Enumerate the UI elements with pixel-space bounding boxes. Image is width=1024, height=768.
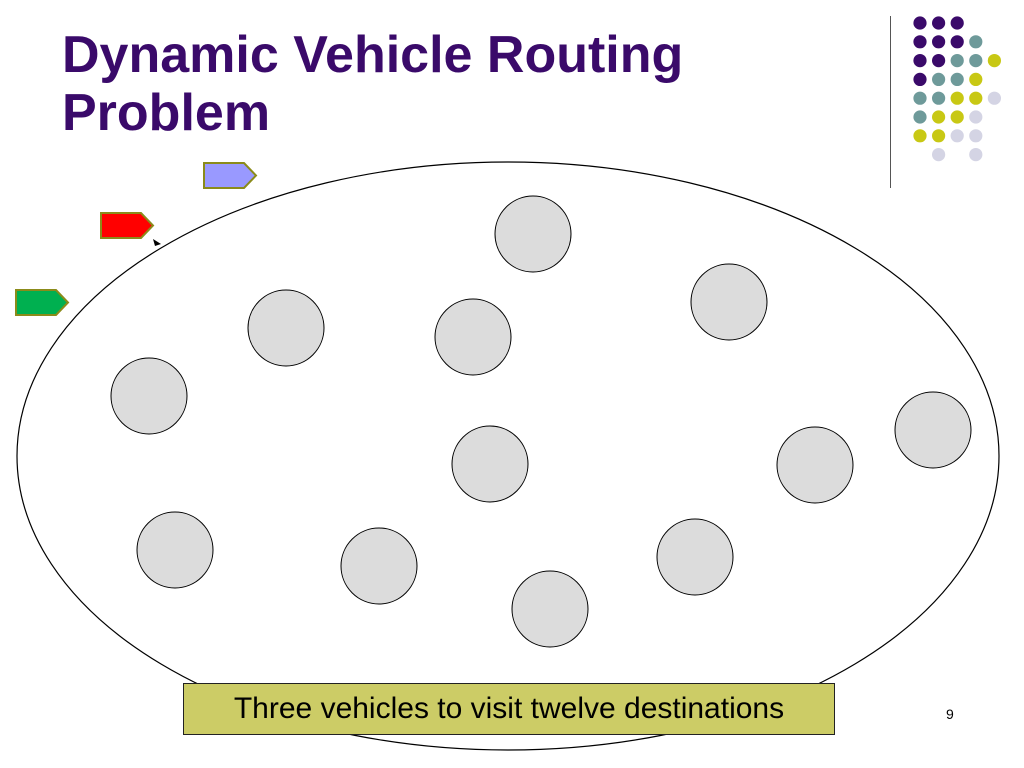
decor-dot-teal: [950, 54, 964, 68]
decor-dot-purple: [932, 35, 946, 49]
decor-dot-teal: [932, 72, 946, 86]
decor-dot-yellow: [932, 110, 946, 124]
decor-dot-teal: [969, 54, 983, 68]
destination-6: [451, 425, 529, 503]
decor-dot-purple: [913, 54, 927, 68]
destination-3: [247, 289, 325, 367]
decor-dot-yellow: [969, 72, 983, 86]
destination-5: [110, 357, 188, 435]
decor-dot-yellow: [969, 91, 983, 105]
decor-dot-teal: [932, 91, 946, 105]
destination-4: [434, 298, 512, 376]
destination-10: [340, 527, 418, 605]
destination-group: [110, 195, 972, 648]
title-divider: [890, 16, 891, 188]
slide-title-line-1: Dynamic Vehicle Routing: [62, 26, 684, 84]
vehicle-blue: [203, 162, 258, 189]
decor-dot-purple: [913, 16, 927, 30]
destination-12: [511, 570, 589, 648]
decor-dot-yellow: [950, 110, 964, 124]
pointer-arrow-icon: [153, 239, 161, 246]
decor-dot-purple: [932, 16, 946, 30]
decor-dot-yellow: [932, 129, 946, 143]
decor-dot-purple: [913, 35, 927, 49]
slide-title: Dynamic Vehicle Routing Problem: [62, 26, 862, 142]
decor-dot-teal: [913, 91, 927, 105]
decor-dot-yellow: [913, 129, 927, 143]
vehicle-red: [100, 212, 155, 239]
vehicle-group: [15, 162, 258, 316]
destination-8: [894, 391, 972, 469]
vehicle-green: [15, 289, 70, 316]
destination-11: [656, 518, 734, 596]
decor-dot-lavender: [969, 148, 983, 162]
destination-2: [690, 263, 768, 341]
decor-dot-purple: [950, 35, 964, 49]
decor-dot-lavender: [950, 129, 964, 143]
destination-1: [494, 195, 572, 273]
caption-box: Three vehicles to visit twelve destinati…: [183, 683, 835, 735]
decorative-dot-grid: [913, 16, 1002, 162]
decor-dot-lavender: [969, 110, 983, 124]
slide-title-line-2: Problem: [62, 84, 271, 142]
destination-9: [136, 511, 214, 589]
decor-dot-purple: [913, 72, 927, 86]
decor-dot-purple: [950, 16, 964, 30]
decor-dot-lavender: [969, 129, 983, 143]
decor-dot-teal: [913, 110, 927, 124]
service-region-ellipse: [16, 161, 1000, 751]
decor-dot-teal: [969, 35, 983, 49]
decor-dot-teal: [950, 72, 964, 86]
decor-dot-lavender: [987, 91, 1002, 105]
decor-dot-lavender: [932, 148, 946, 162]
destination-7: [776, 426, 854, 504]
decor-dot-yellow: [950, 91, 964, 105]
decor-dot-yellow: [987, 54, 1002, 68]
page-number: 9: [946, 706, 954, 722]
decor-dot-purple: [932, 54, 946, 68]
